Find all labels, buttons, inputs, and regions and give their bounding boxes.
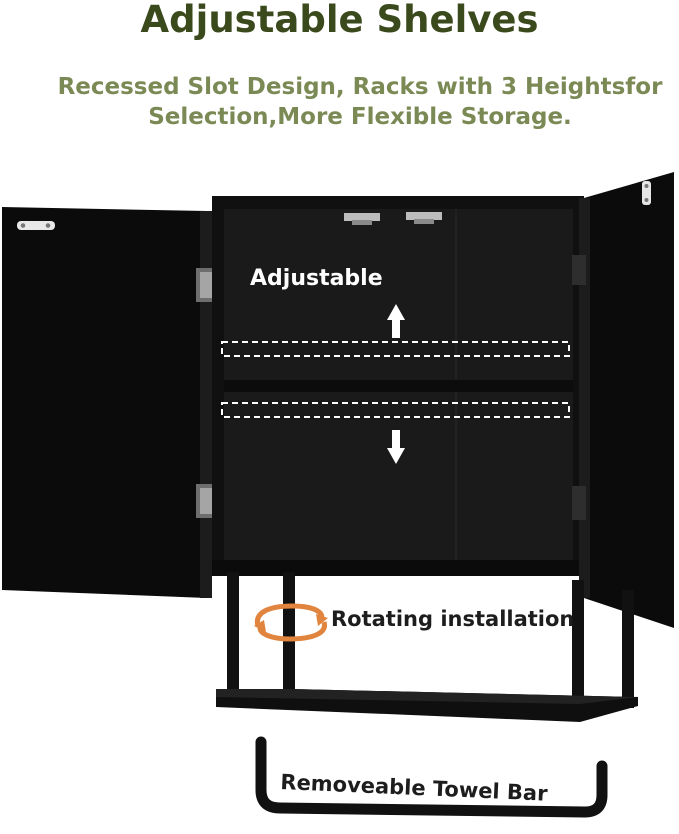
up-arrow-icon <box>387 304 405 338</box>
down-arrow-icon <box>387 430 405 464</box>
rotating-installation-callout: Rotating installation <box>331 607 575 631</box>
rotate-arrows-icon <box>254 603 328 642</box>
subtitle-line-2: Selection,More Flexible Storage. <box>148 104 572 130</box>
right-hinges <box>572 255 586 520</box>
adjustable-callout: Adjustable <box>250 266 383 291</box>
right-door <box>579 172 674 628</box>
page-subtitle: Recessed Slot Design, Racks with 3 Heigh… <box>40 72 679 132</box>
left-door <box>2 207 212 598</box>
page-title: Adjustable Shelves <box>140 0 539 41</box>
shelf-position-markers <box>221 341 570 418</box>
bottom-shelf <box>216 689 638 722</box>
towel-bar <box>255 736 608 818</box>
support-legs <box>227 572 634 708</box>
subtitle-line-1: Recessed Slot Design, Racks with 3 Heigh… <box>57 74 663 100</box>
cabinet-body <box>212 196 584 576</box>
